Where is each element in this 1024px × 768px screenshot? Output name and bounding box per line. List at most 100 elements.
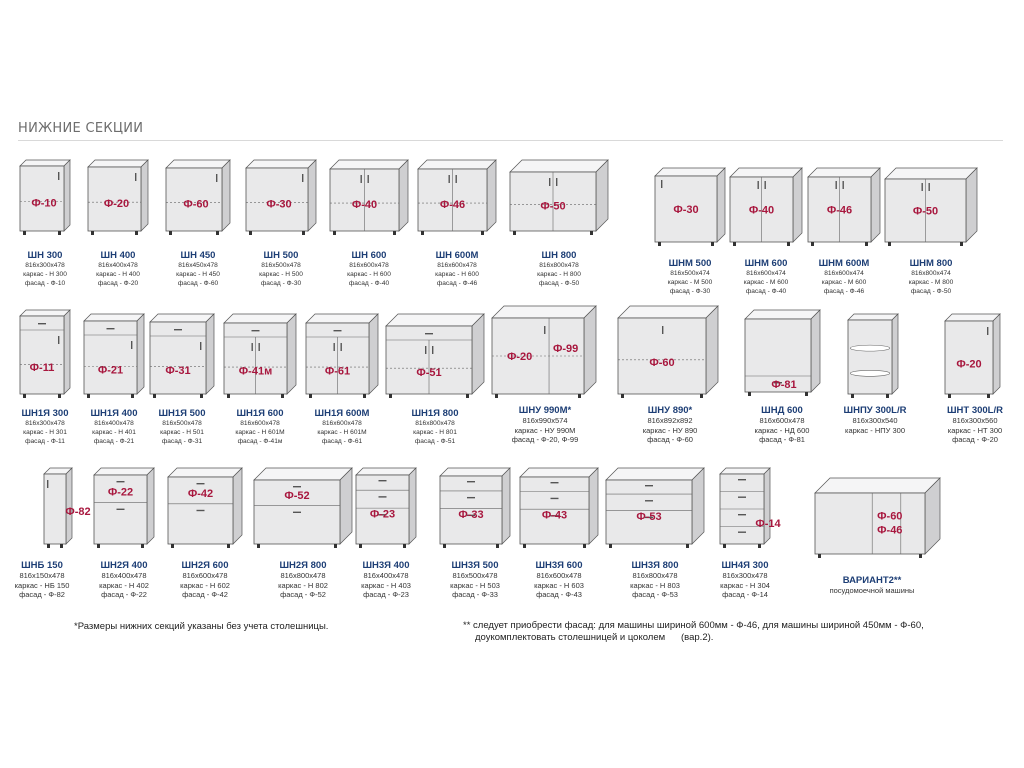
cabinet-leg [919, 554, 922, 558]
cabinet-shnd600: Ф-81 [744, 309, 821, 396]
cabinet-size: 816x300x478 [25, 420, 65, 427]
cabinet-fasad: фасад - Ф-23 [363, 590, 409, 599]
cabinet-name: ШН1Я 600 [236, 408, 284, 419]
cabinet-front [19, 165, 65, 232]
cabinet-top [944, 313, 1001, 322]
cabinet-name: ШН 450 [180, 250, 216, 261]
cabinet-top [605, 467, 705, 481]
cabinet-karkas: каркас - Н 500 [259, 271, 303, 278]
cabinet-name: ШН2Я 400 [100, 560, 148, 571]
cabinet-karkas: каркас - Н 803 [630, 580, 680, 590]
cabinet-leg [711, 242, 714, 246]
cabinet-leg [495, 394, 498, 398]
cabinet-size: 816x300x478 [722, 571, 768, 580]
cabinet-front [245, 167, 309, 232]
cabinet-karkas: каркас - НБ 150 [14, 580, 70, 590]
handle [135, 173, 137, 181]
cabinet-leg [818, 554, 821, 558]
cabinet-leg [363, 394, 366, 398]
facade-code-label: Ф-20 [956, 359, 981, 371]
handle [455, 175, 457, 183]
cabinet-sh800: Ф-50 [509, 159, 609, 235]
cabinet-fasad: фасад - Ф-22 [101, 590, 147, 599]
cabinet-top [223, 313, 297, 324]
cabinet-top [491, 305, 597, 319]
cabinet-drawing-sh2ya600: Ф-42 [167, 467, 243, 548]
cabinet-side [716, 167, 726, 243]
cabinet-size: 816x600x478 [322, 420, 362, 427]
cabinet-side [63, 159, 71, 232]
cabinet-size: 816x800x478 [632, 571, 678, 580]
cabinet-name: ШН 800 [541, 250, 577, 261]
handle [448, 175, 450, 183]
cabinet-name: ШН1Я 600М [314, 408, 370, 419]
cabinet-drawing-shnd600: Ф-81 [744, 309, 821, 396]
cabinet-leg [153, 394, 156, 398]
cabinet-fasad: фасад - Ф-60 [177, 280, 219, 287]
cabinet-name: ШН4Я 300 [721, 560, 769, 571]
shelf [849, 369, 891, 377]
cabinet-leg [171, 544, 174, 548]
cabinet-size: 816x800x478 [280, 571, 326, 580]
cabinet-sh3ya500: Ф-33 [439, 467, 511, 548]
cabinet-top [417, 159, 497, 170]
cabinet-leg [91, 231, 94, 235]
handle [556, 178, 558, 186]
cabinet-drawing-shnt300: Ф-20 [944, 313, 1001, 398]
facade-code-label: Ф-60 [183, 199, 208, 211]
cabinet-size: 816x300x560 [952, 416, 998, 425]
cabinet-karkas: каркас - НУ 990М [514, 425, 576, 435]
handle [550, 515, 559, 517]
cabinet-side [339, 467, 353, 545]
cabinet-side [583, 305, 597, 395]
facade-code-label: Ф-40 [749, 205, 774, 217]
cabinet-top [719, 467, 771, 475]
handle [645, 516, 653, 519]
handle [645, 485, 653, 487]
cabinet-karkas: каркас - Н 600 [435, 271, 479, 278]
cabinet-name: ШНУ 990М* [518, 405, 572, 416]
cabinet-karkas: каркас - НД 600 [754, 425, 810, 435]
cabinet-front [43, 473, 67, 545]
cabinet-karkas: каркас - Н 304 [720, 580, 770, 590]
handle [131, 341, 133, 349]
cabinet-size: 816x600x478 [759, 416, 805, 425]
cabinet-top [814, 477, 941, 494]
cabinet-leg [403, 544, 406, 548]
cabinet-name: ШН2Я 600 [181, 560, 229, 571]
cabinet-fasad: фасад - Ф-21 [93, 438, 135, 445]
cabinet-leg [805, 392, 808, 396]
cabinet-leg [513, 231, 516, 235]
cabinet-side [398, 159, 409, 232]
cabinet-name: ШН 500 [263, 250, 299, 261]
cabinet-drawing-sh1ya300: Ф-11 [19, 309, 71, 398]
cabinet-leg [686, 544, 689, 548]
cabinet-fasad: фасад - Ф-30 [669, 288, 711, 295]
handle [842, 181, 844, 189]
cabinet-front [149, 321, 207, 395]
cabinet-top [884, 167, 978, 180]
cabinet-side [146, 467, 155, 545]
cabinet-leg [700, 394, 703, 398]
cabinet-name: ШН 300 [27, 250, 63, 261]
handle [116, 508, 125, 510]
facade-code-label: Ф-20 [507, 351, 532, 363]
cabinet-leg [87, 394, 90, 398]
facade-code-label: Ф-20 [104, 198, 129, 210]
cabinet-leg [481, 231, 484, 235]
cabinet-sh2ya400: Ф-22 [93, 467, 155, 548]
cabinet-karkas: каркас - М 600 [743, 279, 789, 286]
cabinet-leg [47, 544, 50, 548]
cabinet-karkas: каркас - НУ 890 [642, 425, 698, 435]
cabinet-top [509, 159, 609, 173]
